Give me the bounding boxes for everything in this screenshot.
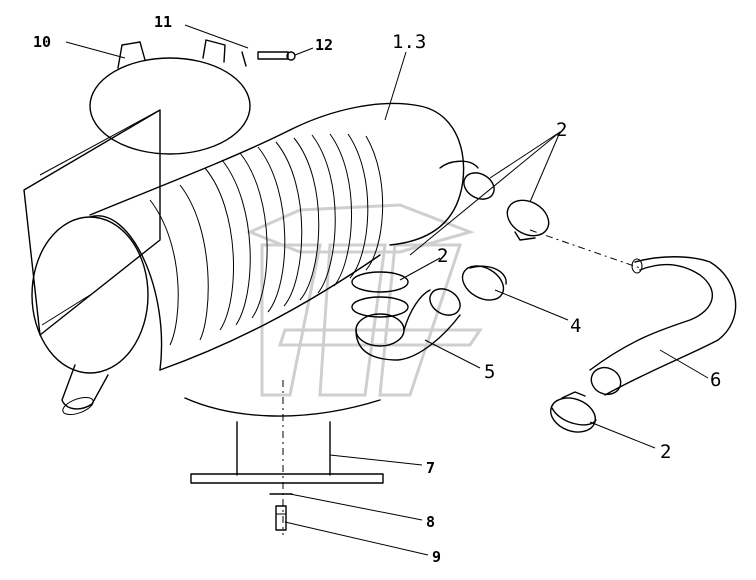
callout-2-lower: 2 — [660, 441, 671, 463]
callout-12: 12 — [315, 36, 333, 54]
callout-10: 10 — [33, 33, 51, 51]
centerline-hose — [529, 229, 641, 269]
callout-5: 5 — [484, 361, 495, 383]
callout-6: 6 — [710, 369, 721, 391]
clamp-bolt — [241, 51, 296, 67]
mounting-plate — [23, 109, 161, 336]
callout-11: 11 — [154, 13, 172, 31]
callout-7: 7 — [426, 459, 435, 477]
hose-clamp-middle — [351, 271, 409, 318]
leader-lines — [39, 24, 709, 556]
mounting-bolt — [269, 493, 293, 531]
hose-clamp-upper — [506, 199, 550, 241]
callout-9: 9 — [432, 548, 441, 566]
air-cleaner-body — [31, 102, 495, 416]
rubber-elbow — [355, 288, 461, 361]
hose-clamp-lower — [550, 391, 597, 433]
rubber-ring — [461, 265, 507, 301]
callout-4: 4 — [570, 315, 581, 337]
callout-1-3: 1.3 — [392, 31, 426, 53]
callout-2-upper: 2 — [556, 119, 567, 141]
intake-hose — [589, 256, 737, 396]
callout-2-middle: 2 — [437, 245, 448, 267]
support-bracket — [184, 397, 384, 484]
callout-8: 8 — [426, 513, 435, 531]
callout-labels: 10 11 12 1.3 2 2 4 5 6 2 7 8 9 — [33, 13, 721, 566]
